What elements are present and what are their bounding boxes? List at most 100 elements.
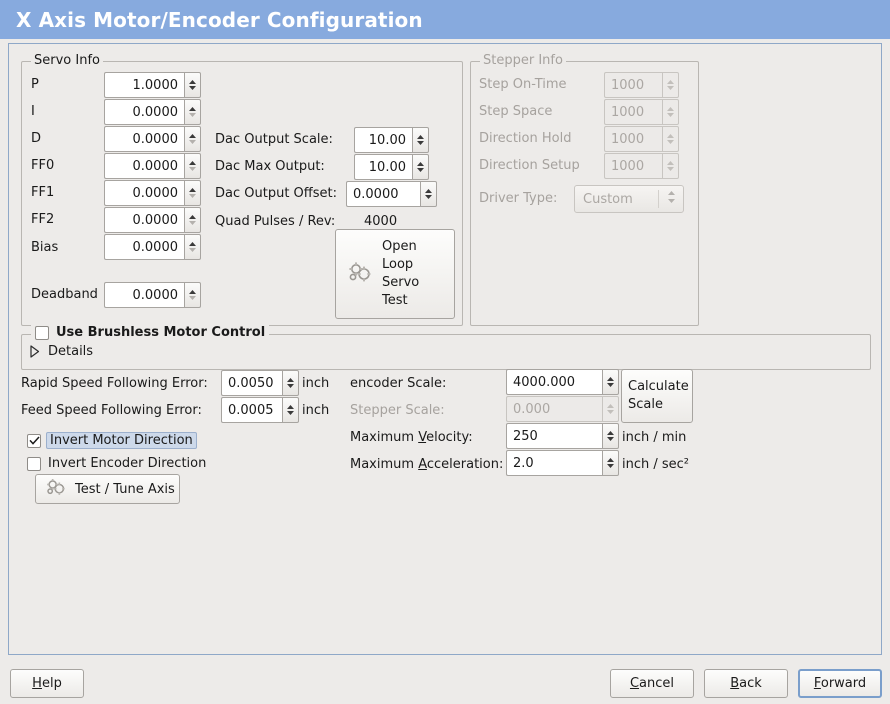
direction-setup-input[interactable]: 1000 [604, 153, 662, 179]
servo-input-i[interactable]: 0.0000 [104, 99, 184, 125]
feed-following-error-arrows[interactable] [282, 397, 299, 423]
maximum-acceleration-spin[interactable]: 2.0 [506, 450, 619, 476]
chevron-down-icon[interactable] [606, 409, 615, 415]
chevron-up-icon[interactable] [666, 160, 675, 166]
chevron-up-icon[interactable] [188, 133, 197, 139]
stepper-scale-spin[interactable]: 0.000 [506, 396, 619, 422]
direction-hold-spin[interactable]: 1000 [604, 126, 679, 152]
chevron-up-icon[interactable] [606, 457, 615, 463]
chevron-up-icon[interactable] [606, 403, 615, 409]
chevron-up-icon[interactable] [666, 79, 675, 85]
rapid-following-error-arrows[interactable] [282, 370, 299, 396]
dac-max-output-arrows[interactable] [412, 154, 429, 180]
feed-following-error-input[interactable]: 0.0005 [221, 397, 282, 423]
chevron-down-icon[interactable] [606, 436, 615, 442]
servo-spin-i[interactable]: 0.0000 [104, 99, 201, 125]
chevron-up-icon[interactable] [666, 106, 675, 112]
direction-setup-spin[interactable]: 1000 [604, 153, 679, 179]
triangle-right-icon[interactable] [29, 345, 41, 358]
checkbox-box[interactable] [35, 325, 49, 340]
chevron-down-icon[interactable] [424, 194, 433, 200]
maximum-acceleration-input[interactable]: 2.0 [506, 450, 602, 476]
chevron-down-icon[interactable] [666, 85, 675, 91]
maximum-velocity-spin[interactable]: 250 [506, 423, 619, 449]
chevron-up-icon[interactable] [188, 106, 197, 112]
encoder-scale-input[interactable]: 4000.000 [506, 369, 602, 395]
chevron-down-icon[interactable] [188, 112, 197, 118]
servo-spin-arrows-d[interactable] [184, 126, 201, 152]
stepper-scale-arrows[interactable] [602, 396, 619, 422]
checkbox-box[interactable] [27, 456, 41, 471]
chevron-up-icon[interactable] [606, 430, 615, 436]
chevron-down-icon[interactable] [666, 112, 675, 118]
servo-input-bias[interactable]: 0.0000 [104, 234, 184, 260]
chevron-up-icon[interactable] [286, 377, 295, 383]
combo-updown-icon[interactable] [667, 190, 676, 208]
forward-button[interactable]: Forward [798, 669, 882, 698]
servo-spin-arrows-p[interactable] [184, 72, 201, 98]
servo-spin-arrows-deadband[interactable] [184, 282, 201, 308]
calculate-scale-button[interactable]: Calculate Scale [621, 369, 693, 423]
maximum-acceleration-arrows[interactable] [602, 450, 619, 476]
servo-spin-ff2[interactable]: 0.0000 [104, 207, 201, 233]
use-brushless-motor-control-checkbox[interactable]: Use Brushless Motor Control [31, 325, 270, 340]
back-button[interactable]: Back [704, 669, 788, 698]
chevron-up-icon[interactable] [416, 161, 425, 167]
servo-spin-arrows-i[interactable] [184, 99, 201, 125]
servo-input-p[interactable]: 1.0000 [104, 72, 184, 98]
encoder-scale-arrows[interactable] [602, 369, 619, 395]
servo-spin-bias[interactable]: 0.0000 [104, 234, 201, 260]
servo-spin-p[interactable]: 1.0000 [104, 72, 201, 98]
rapid-following-error-spin[interactable]: 0.0050 [221, 370, 299, 396]
dac-output-offset-spin[interactable]: 0.0000 [346, 181, 437, 207]
chevron-down-icon[interactable] [606, 382, 615, 388]
chevron-up-icon[interactable] [424, 188, 433, 194]
maximum-velocity-arrows[interactable] [602, 423, 619, 449]
chevron-up-icon[interactable] [416, 134, 425, 140]
stepper-scale-input[interactable]: 0.000 [506, 396, 602, 422]
feed-following-error-spin[interactable]: 0.0005 [221, 397, 299, 423]
chevron-up-icon[interactable] [606, 376, 615, 382]
chevron-down-icon[interactable] [606, 463, 615, 469]
step-space-input[interactable]: 1000 [604, 99, 662, 125]
servo-spin-arrows-bias[interactable] [184, 234, 201, 260]
dac-output-offset-arrows[interactable] [420, 181, 437, 207]
chevron-up-icon[interactable] [188, 214, 197, 220]
test-tune-axis-button[interactable]: Test / Tune Axis [35, 474, 180, 504]
chevron-up-icon[interactable] [188, 160, 197, 166]
servo-spin-arrows-ff1[interactable] [184, 180, 201, 206]
servo-input-d[interactable]: 0.0000 [104, 126, 184, 152]
step-on-time-input[interactable]: 1000 [604, 72, 662, 98]
chevron-up-icon[interactable] [666, 133, 675, 139]
servo-input-deadband[interactable]: 0.0000 [104, 282, 184, 308]
chevron-down-icon[interactable] [188, 295, 197, 301]
step-on-time-arrows[interactable] [662, 72, 679, 98]
servo-spin-ff1[interactable]: 0.0000 [104, 180, 201, 206]
chevron-down-icon[interactable] [188, 220, 197, 226]
chevron-down-icon[interactable] [666, 139, 675, 145]
chevron-down-icon[interactable] [416, 140, 425, 146]
chevron-up-icon[interactable] [188, 187, 197, 193]
cancel-button[interactable]: Cancel [610, 669, 694, 698]
chevron-up-icon[interactable] [188, 241, 197, 247]
servo-input-ff1[interactable]: 0.0000 [104, 180, 184, 206]
chevron-down-icon[interactable] [286, 383, 295, 389]
servo-spin-ff0[interactable]: 0.0000 [104, 153, 201, 179]
rapid-following-error-input[interactable]: 0.0050 [221, 370, 282, 396]
maximum-velocity-input[interactable]: 250 [506, 423, 602, 449]
dac-max-output-input[interactable]: 10.00 [354, 154, 412, 180]
chevron-down-icon[interactable] [666, 166, 675, 172]
chevron-down-icon[interactable] [188, 85, 197, 91]
servo-spin-d[interactable]: 0.0000 [104, 126, 201, 152]
dac-output-scale-arrows[interactable] [412, 127, 429, 153]
chevron-down-icon[interactable] [286, 410, 295, 416]
servo-input-ff2[interactable]: 0.0000 [104, 207, 184, 233]
chevron-down-icon[interactable] [416, 167, 425, 173]
encoder-scale-spin[interactable]: 4000.000 [506, 369, 619, 395]
step-space-arrows[interactable] [662, 99, 679, 125]
dac-output-offset-input[interactable]: 0.0000 [346, 181, 420, 207]
dac-output-scale-spin[interactable]: 10.00 [354, 127, 429, 153]
checkbox-box[interactable] [27, 433, 41, 448]
invert-motor-direction-checkbox[interactable]: Invert Motor Direction [27, 432, 197, 449]
dac-output-scale-input[interactable]: 10.00 [354, 127, 412, 153]
